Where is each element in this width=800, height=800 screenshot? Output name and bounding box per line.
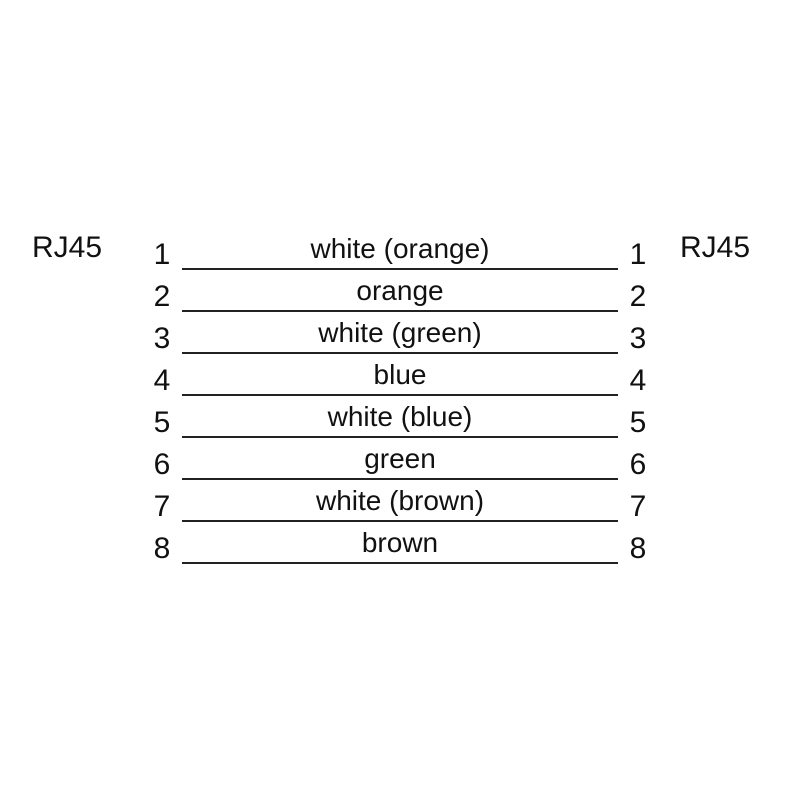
- left-pin-number: 5: [153, 406, 171, 439]
- left-pin-number: 3: [153, 322, 171, 355]
- right-pin-number: 4: [629, 364, 647, 397]
- wire-line: [182, 352, 618, 354]
- right-pin-number: 1: [629, 238, 647, 271]
- wire-line: [182, 394, 618, 396]
- left-pin-number: 8: [153, 532, 171, 565]
- wire-line: [182, 436, 618, 438]
- right-pin-number: 3: [629, 322, 647, 355]
- left-pin-number: 7: [153, 490, 171, 523]
- right-pin-number: 5: [629, 406, 647, 439]
- wire-line: [182, 562, 618, 564]
- wire-color-label: white (blue): [327, 401, 473, 432]
- wire-color-label: orange: [356, 275, 444, 306]
- wire-color-label: brown: [361, 527, 439, 558]
- wire-line: [182, 478, 618, 480]
- left-connector-label: RJ45: [32, 231, 103, 264]
- left-pin-number: 2: [153, 280, 171, 313]
- left-pin-number: 4: [153, 364, 171, 397]
- wire-color-label: blue: [373, 359, 427, 390]
- wire-line: [182, 520, 618, 522]
- right-pin-number: 2: [629, 280, 647, 313]
- wire-line: [182, 268, 618, 270]
- wire-color-label: green: [364, 443, 436, 474]
- right-pin-number: 8: [629, 532, 647, 565]
- left-pin-number: 6: [153, 448, 171, 481]
- right-pin-number: 7: [629, 490, 647, 523]
- wire-color-label: white (orange): [310, 233, 490, 264]
- wire-color-label: white (green): [318, 317, 482, 348]
- wire-line: [182, 310, 618, 312]
- left-pin-number: 1: [153, 238, 171, 271]
- right-connector-label: RJ45: [680, 231, 751, 264]
- right-pin-number: 6: [629, 448, 647, 481]
- wire-color-label: white (brown): [315, 485, 485, 516]
